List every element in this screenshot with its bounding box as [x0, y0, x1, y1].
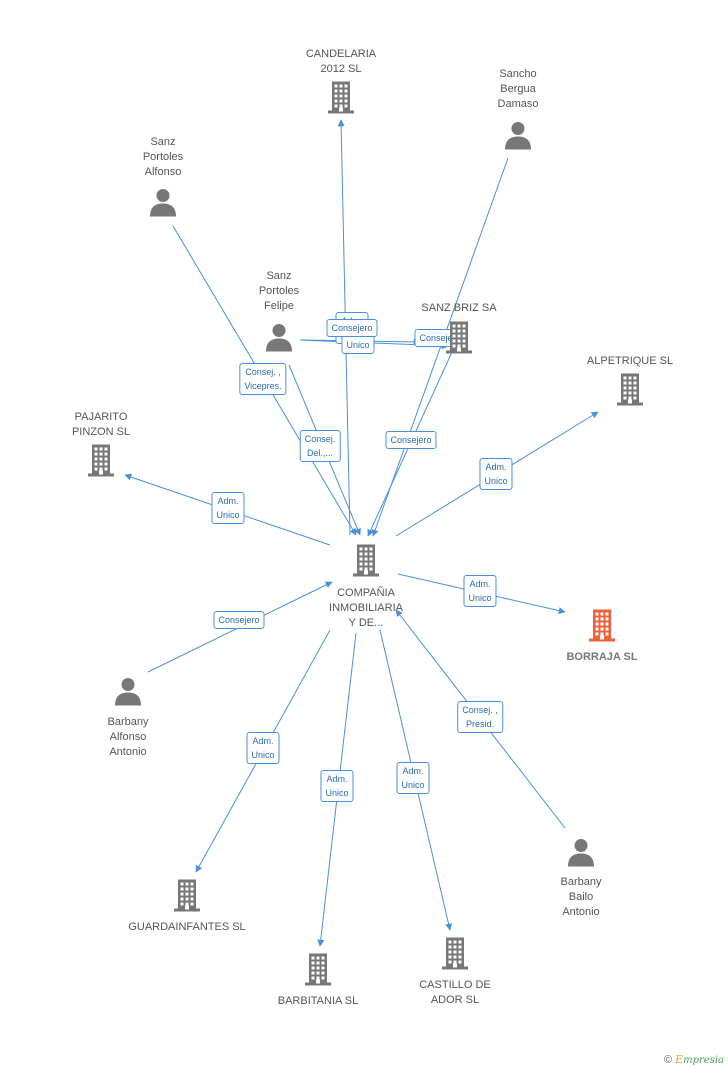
building-icon-borraja[interactable]	[587, 609, 617, 648]
node-label-sancho[interactable]: Sancho Bergua Damaso	[497, 68, 539, 110]
node-label-alpetrique[interactable]: ALPETRIQUE SL	[586, 355, 674, 367]
edge-label-cia-castillo[interactable]: Adm. Unico	[396, 762, 430, 794]
edge-label-cia-guarda[interactable]: Adm. Unico	[246, 732, 280, 764]
edge-label-sanzalf-cia[interactable]: Consej. , Vicepres.	[239, 363, 287, 395]
node-label-barbitania[interactable]: BARBITANIA SL	[277, 995, 359, 1007]
edge-label-barbbai-cia[interactable]: Consej. , Presid.	[457, 701, 503, 733]
edge-label-cia-alpetrique[interactable]: Adm. Unico	[479, 458, 513, 490]
node-label-guarda[interactable]: GUARDAINFANTES SL	[128, 921, 246, 933]
person-icon-barbalf[interactable]	[113, 677, 143, 712]
building-icon-castillo[interactable]	[440, 937, 470, 976]
building-icon-alpetrique[interactable]	[615, 373, 645, 412]
node-label-barbalf[interactable]: Barbany Alfonso Antonio	[107, 716, 149, 758]
person-icon-sancho[interactable]	[503, 121, 533, 156]
edge-label-sancho-cia[interactable]: Consejero	[385, 431, 437, 449]
edge-sancho-to-cia	[371, 157, 509, 537]
edge-layer	[124, 119, 599, 947]
building-icon-sanzbriz[interactable]	[444, 321, 474, 360]
edge-label-barbalf-cia[interactable]: Consejero	[213, 611, 265, 629]
building-icon-barbitania[interactable]	[303, 953, 333, 992]
brand-logo-initial: E	[675, 1053, 684, 1066]
building-icon-candelaria[interactable]	[326, 81, 356, 120]
person-icon-sanzfel[interactable]	[264, 323, 294, 358]
node-label-castillo[interactable]: CASTILLO DE ADOR SL	[419, 979, 491, 1006]
copyright-symbol: ©	[663, 1054, 673, 1066]
edge-label-sanzfel-sanzbriz[interactable]: Consejero	[326, 319, 378, 337]
node-label-sanzalf[interactable]: Sanz Portoles Alfonso	[142, 136, 184, 178]
building-icon-cia[interactable]	[351, 544, 381, 583]
node-label-barbbai[interactable]: Barbany Bailo Antonio	[560, 876, 602, 918]
building-icon-guarda[interactable]	[172, 879, 202, 918]
node-label-cia[interactable]: COMPAÑIA INMOBILIARIA Y DE...	[329, 587, 403, 629]
person-icon-sanzalf[interactable]	[148, 188, 178, 223]
building-icon-pajarito[interactable]	[86, 444, 116, 483]
node-label-sanzfel[interactable]: Sanz Portoles Felipe	[258, 270, 300, 312]
edge-label-sanzfel-cia[interactable]: Consej. Del.,...	[299, 430, 341, 462]
brand-logo-text: mpresia	[683, 1055, 724, 1066]
edge-label-cia-barbitania[interactable]: Adm. Unico	[320, 770, 354, 802]
node-label-sanzbriz[interactable]: SANZ BRIZ SA	[421, 302, 497, 314]
copyright-notice: © Empresia	[664, 1053, 724, 1066]
node-label-candelaria[interactable]: CANDELARIA 2012 SL	[305, 48, 377, 75]
edge-label-cia-borraja[interactable]: Adm. Unico	[463, 575, 497, 607]
node-label-pajarito[interactable]: PAJARITO PINZON SL	[71, 411, 131, 438]
edge-label-cia-pajarito[interactable]: Adm. Unico	[211, 492, 245, 524]
node-label-borraja[interactable]: BORRAJA SL	[566, 651, 638, 663]
person-icon-barbbai[interactable]	[566, 838, 596, 873]
